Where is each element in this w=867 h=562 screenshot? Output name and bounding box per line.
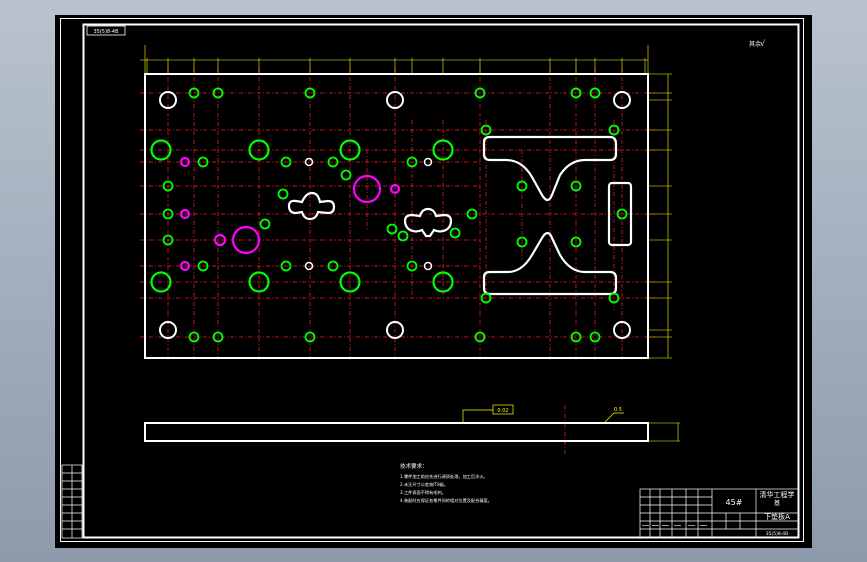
small-green-hole bbox=[277, 188, 289, 200]
magenta-holes bbox=[179, 156, 401, 272]
small-green-hole bbox=[480, 292, 492, 304]
small-green-hole bbox=[162, 234, 174, 246]
small-green-hole bbox=[162, 208, 174, 220]
drawing-tag-box bbox=[86, 25, 126, 36]
small-green-hole bbox=[608, 124, 620, 136]
right-dimensions bbox=[648, 73, 672, 359]
cad-drawing-canvas: 35(5)8-4B 其余 √ bbox=[60, 18, 804, 542]
guide-holes bbox=[159, 91, 631, 339]
revision-strip bbox=[61, 464, 83, 539]
tech-line-2: 2.未注尺寸公差按IT8级。 bbox=[400, 481, 448, 488]
small-green-hole bbox=[397, 230, 409, 242]
small-green-hole bbox=[304, 331, 316, 343]
small-green-hole bbox=[449, 227, 461, 239]
small-green-hole bbox=[608, 292, 620, 304]
roughness-symbol: √ bbox=[760, 39, 766, 48]
small-green-hole bbox=[386, 223, 398, 235]
small-green-hole bbox=[212, 87, 224, 99]
small-green-hole bbox=[280, 260, 292, 272]
small-green-hole bbox=[466, 208, 478, 220]
drawing-tag: 35(5)8-4B bbox=[93, 29, 119, 35]
top-dimensions bbox=[140, 45, 649, 74]
cutouts bbox=[287, 135, 633, 296]
small-green-hole bbox=[340, 169, 352, 181]
small-green-hole bbox=[327, 260, 339, 272]
drawing-number: 35(5)8-4B bbox=[766, 531, 789, 537]
roughness-note: 其余 bbox=[749, 40, 761, 48]
small-green-hole bbox=[570, 331, 582, 343]
material: 45# bbox=[726, 498, 743, 507]
inner-frame bbox=[82, 23, 800, 539]
small-green-hole bbox=[188, 331, 200, 343]
flatness-value: 0.02 bbox=[497, 408, 508, 414]
small-green-hole bbox=[480, 124, 492, 136]
company-name-2: 基 bbox=[774, 499, 780, 507]
tech-line-3: 3.工件表面不得有毛刺。 bbox=[400, 489, 446, 496]
small-green-hole bbox=[406, 260, 418, 272]
small-green-hole bbox=[197, 260, 209, 272]
small-green-hole bbox=[188, 87, 200, 99]
small-green-holes bbox=[162, 87, 628, 343]
tech-title: 技术要求： bbox=[400, 462, 428, 470]
tech-requirements: 技术要求： 1.零件加工前应先进行调质处理，加工后淬火。 2.未注尺寸公差按IT… bbox=[400, 462, 492, 504]
small-green-hole bbox=[589, 87, 601, 99]
small-green-hole bbox=[162, 180, 174, 192]
small-green-hole bbox=[589, 331, 601, 343]
small-green-hole bbox=[516, 180, 528, 192]
small-green-hole bbox=[570, 236, 582, 248]
small-green-hole bbox=[516, 236, 528, 248]
small-green-hole bbox=[259, 218, 271, 230]
small-green-hole bbox=[197, 156, 209, 168]
flatness-note: 0.5 bbox=[614, 407, 622, 413]
small-green-hole bbox=[327, 156, 339, 168]
part-name: 下垫板A bbox=[764, 512, 790, 521]
small-green-hole bbox=[212, 331, 224, 343]
flatness-callout bbox=[492, 404, 514, 415]
small-green-hole bbox=[570, 180, 582, 192]
small-green-hole bbox=[474, 331, 486, 343]
small-green-hole bbox=[616, 208, 628, 220]
cad-viewport[interactable]: 35(5)8-4B 其余 √ bbox=[55, 15, 812, 548]
small-green-hole bbox=[474, 87, 486, 99]
tech-line-1: 1.零件加工前应先进行调质处理，加工后淬火。 bbox=[400, 473, 488, 480]
outer-frame bbox=[60, 18, 804, 542]
small-green-hole bbox=[280, 156, 292, 168]
pin-holes bbox=[304, 157, 433, 271]
title-block: 45# 清华工程学 基 下垫板A 35(5)8-4B bbox=[639, 488, 799, 538]
plate-outline bbox=[144, 73, 649, 359]
small-green-hole bbox=[570, 87, 582, 99]
small-green-hole bbox=[304, 87, 316, 99]
small-green-hole bbox=[406, 156, 418, 168]
center-lines bbox=[140, 68, 655, 455]
company-name: 清华工程学 bbox=[760, 490, 795, 499]
title-block-labels bbox=[642, 525, 707, 526]
tech-line-4: 4.装配时应保证各零件间的相对位置及配合精度。 bbox=[400, 497, 492, 504]
section-view bbox=[144, 422, 649, 442]
large-green-holes bbox=[150, 139, 454, 293]
